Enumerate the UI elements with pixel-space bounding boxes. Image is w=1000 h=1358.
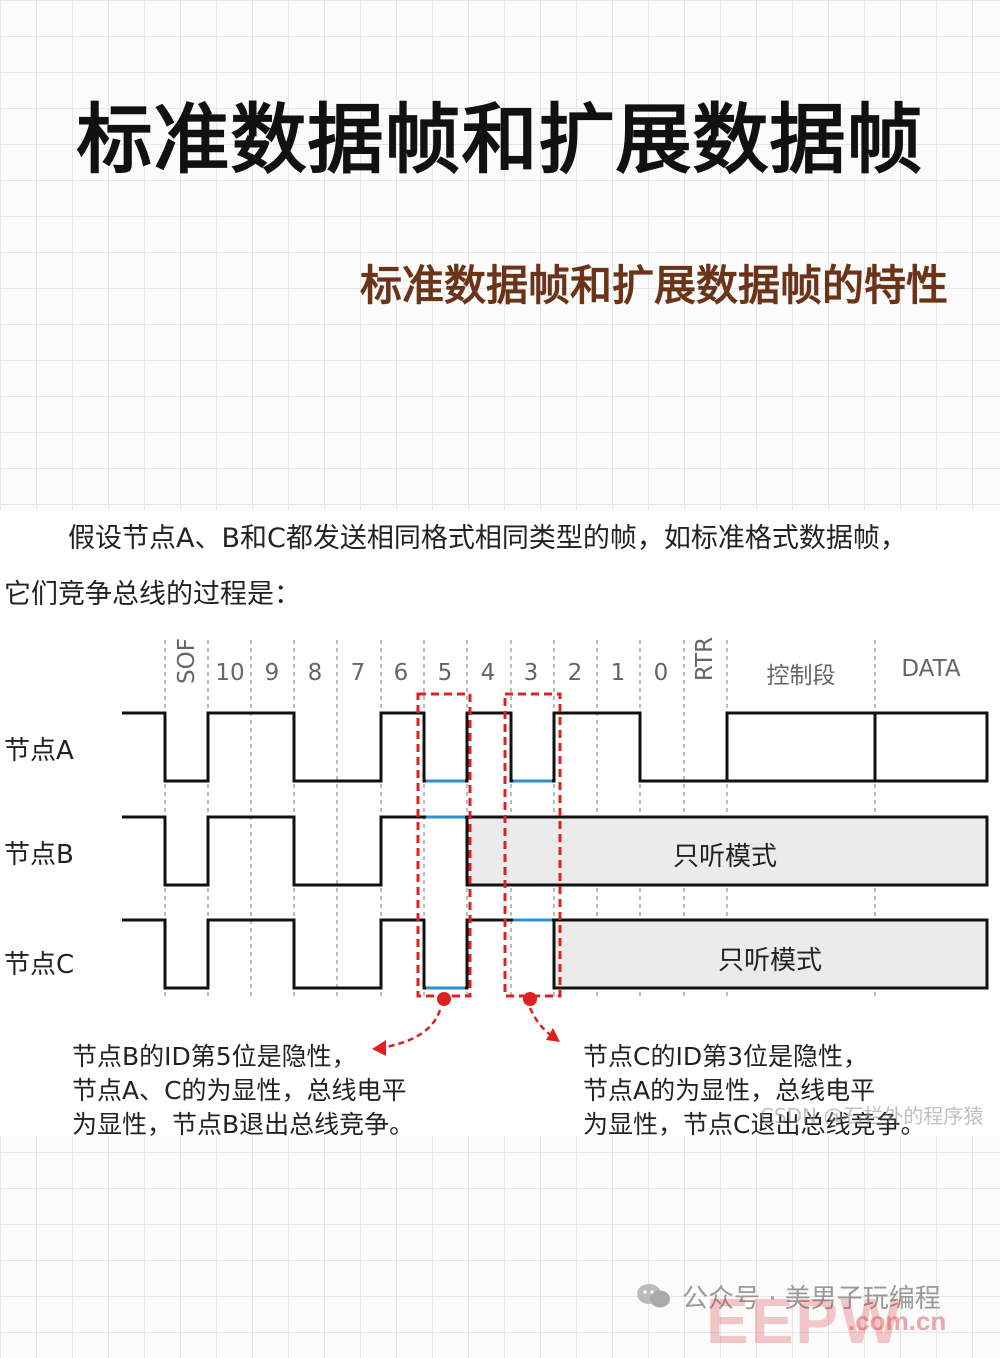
callout-arrow-right xyxy=(528,1007,553,1038)
column-label-5: 5 xyxy=(437,660,453,686)
callout-arrowhead-left xyxy=(372,1040,386,1056)
node-c-waveform xyxy=(122,918,554,990)
annotation-right-line-2: 节点A的为显性，总线电平 xyxy=(583,1076,876,1105)
column-label-3: 3 xyxy=(523,660,539,686)
column-label-9: 9 xyxy=(264,660,280,686)
callout-arrow-left xyxy=(379,1009,442,1050)
column-label-6: 6 xyxy=(393,660,409,686)
csdn-watermark: CSDN @石栏外的程序猿 xyxy=(760,1104,984,1128)
node-c-listen-label: 只听模式 xyxy=(717,946,822,976)
column-label-7: 7 xyxy=(350,660,366,686)
node-b-listen-label: 只听模式 xyxy=(672,842,777,872)
node-b-listen-box xyxy=(465,815,989,887)
column-label-0: 0 xyxy=(653,660,669,686)
page-title: 标准数据帧和扩展数据帧 xyxy=(76,95,924,184)
column-label-data: DATA xyxy=(901,656,961,682)
node-c-listen-box xyxy=(552,918,989,990)
callout-arrowhead-right xyxy=(546,1028,560,1042)
intro-line-2: 它们竞争总线的过程是： xyxy=(4,579,301,610)
footer-account: 公众号 · 美男子玩编程 xyxy=(682,1278,941,1315)
highlight-dot-5 xyxy=(437,992,451,1006)
annotation-left-line-1: 节点B的ID第5位是隐性， xyxy=(72,1042,357,1071)
highlight-bit-5 xyxy=(416,692,472,998)
node-a-waveform xyxy=(122,711,727,783)
annotation-left-line-2: 节点A、C的为显性，总线电平 xyxy=(72,1076,407,1105)
annotation-left: 节点B的ID第5位是隐性， 节点A、C的为显性，总线电平 为显性，节点B退出总线… xyxy=(72,1040,414,1142)
node-a-data-box xyxy=(873,711,989,783)
intro-line-1: 假设节点A、B和C都发送相同格式相同类型的帧，如标准格式数据帧， xyxy=(68,523,907,554)
node-b-waveform xyxy=(122,815,467,887)
node-label-a: 节点A xyxy=(4,736,74,766)
annotation-left-line-3: 为显性，节点B退出总线竞争。 xyxy=(72,1110,415,1139)
highlight-dot-3 xyxy=(523,992,537,1006)
annotation-right-line-1: 节点C的ID第3位是隐性， xyxy=(583,1042,868,1071)
column-label-2: 2 xyxy=(567,660,583,686)
node-label-c: 节点C xyxy=(4,950,75,980)
node-a-control-box xyxy=(725,711,877,783)
column-label-8: 8 xyxy=(307,660,323,686)
page-subtitle: 标准数据帧和扩展数据帧的特性 xyxy=(359,261,948,310)
column-label-1: 1 xyxy=(610,660,626,686)
column-label-10: 10 xyxy=(215,660,245,686)
annotation-right: 节点C的ID第3位是隐性， 节点A的为显性，总线电平 为显性，节点C退出总线竞争… xyxy=(583,1040,925,1142)
column-label-4: 4 xyxy=(480,660,496,686)
annotation-right-line-3: 为显性，节点C退出总线竞争。 xyxy=(583,1110,926,1139)
node-label-b: 节点B xyxy=(4,840,74,870)
column-label-control: 控制段 xyxy=(766,663,836,689)
footer-account-text: 公众号 · 美男子玩编程 xyxy=(682,1284,941,1314)
wechat-icon xyxy=(637,1284,670,1308)
eepw-logo-domain: .com.cn xyxy=(848,1306,947,1336)
